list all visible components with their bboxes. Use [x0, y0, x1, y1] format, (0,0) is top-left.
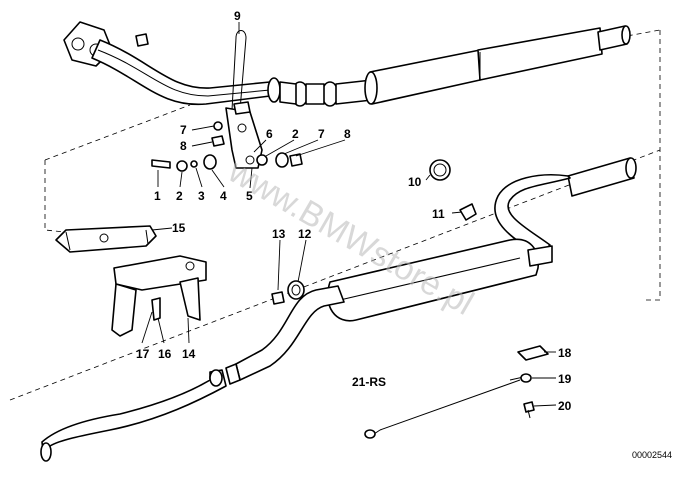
callout-12: 12: [298, 227, 312, 241]
callout-5: 5: [246, 189, 253, 203]
fastener-row: [151, 121, 303, 172]
callout-6: 6: [266, 127, 273, 141]
clip-11: [459, 203, 477, 221]
nut-13: [271, 291, 285, 305]
hanger-bracket-14: [111, 255, 207, 337]
callout-7-right: 7: [318, 127, 325, 141]
callout-14: 14: [182, 347, 196, 361]
hanger-hook-9: [231, 30, 247, 111]
section-divider-left: [44, 160, 66, 233]
callout-7-left: 7: [180, 123, 187, 137]
callout-17: 17: [136, 347, 150, 361]
callout-8-left: 8: [180, 139, 187, 153]
section-divider-lower: [9, 149, 661, 401]
clamp-12: [287, 280, 305, 300]
callout-9: 9: [234, 9, 241, 23]
callout-13: 13: [272, 227, 286, 241]
callout-3: 3: [198, 189, 205, 203]
front-exhaust-pipe: [63, 21, 631, 107]
rubber-ring-10: [429, 159, 451, 181]
callout-2-right: 2: [292, 127, 299, 141]
callout-20: 20: [558, 399, 572, 413]
intermediate-pipe: [40, 369, 227, 462]
callout-11: 11: [432, 207, 445, 221]
callout-4: 4: [220, 189, 227, 203]
center-pipe: [225, 285, 345, 385]
hanger-bracket-15: [55, 225, 157, 253]
callout-10: 10: [408, 175, 422, 189]
callout-18: 18: [558, 346, 572, 360]
callout-16: 16: [158, 347, 172, 361]
callout-15: 15: [172, 221, 186, 235]
section-divider-right: [642, 30, 661, 301]
mounting-bracket-5: [225, 101, 263, 169]
group-label-21-rs: 21-RS: [352, 375, 386, 389]
callout-1: 1: [154, 189, 161, 203]
cable-assembly-21: [364, 345, 549, 439]
callout-8-right: 8: [344, 127, 351, 141]
diagram-number: 00002544: [632, 450, 672, 460]
callout-19: 19: [558, 372, 572, 386]
callout-2-left: 2: [176, 189, 183, 203]
leader-lines: [141, 22, 557, 407]
